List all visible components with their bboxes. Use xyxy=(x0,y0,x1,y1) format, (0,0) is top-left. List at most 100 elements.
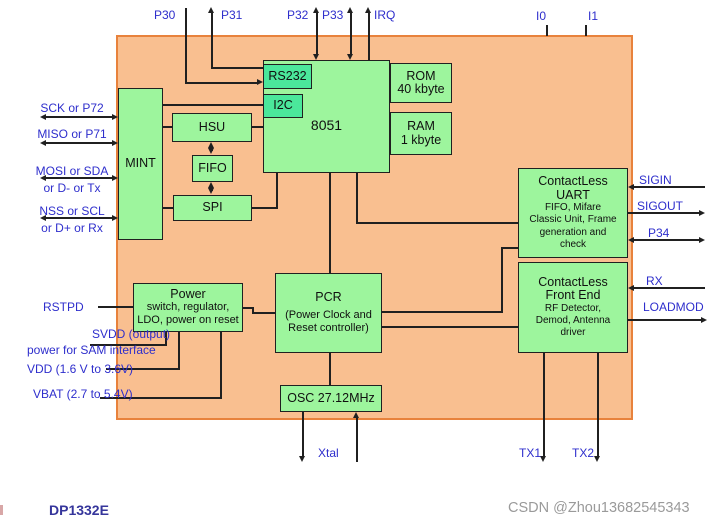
wire-sigout xyxy=(628,212,699,214)
pin-label-vbat: VBAT (2.7 to 5.4V) xyxy=(33,387,133,401)
wire-p31 xyxy=(211,67,264,69)
uart-title-1: ContactLess xyxy=(538,174,608,189)
wire-i0 xyxy=(546,25,548,36)
wire-rstpd xyxy=(98,306,133,308)
osc-label: OSC 27.12MHz xyxy=(287,390,375,405)
arrowhead xyxy=(699,237,705,243)
wire-power-pcr xyxy=(252,307,254,313)
power-title: Power xyxy=(170,286,206,301)
pin-label-p30: P30 xyxy=(154,8,176,22)
wire-vdd xyxy=(178,332,180,369)
arrowhead xyxy=(628,285,634,291)
pin-label-p32: P32 xyxy=(287,8,309,22)
arrowhead xyxy=(313,7,319,13)
wire-pcr-osc xyxy=(329,353,331,385)
wire-p30 xyxy=(185,8,187,83)
pin-label-sam: power for SAM interface xyxy=(27,343,156,357)
fifo-block: FIFO xyxy=(192,155,233,182)
hsu-label: HSU xyxy=(198,119,226,134)
wire-mint-spi xyxy=(163,207,173,209)
pin-label-tx2: TX2 xyxy=(572,446,595,460)
frontend-desc-1: RF Detector, xyxy=(544,302,602,314)
arrowhead xyxy=(594,456,600,462)
wire-sigin xyxy=(634,186,705,188)
frontend-desc-3: driver xyxy=(560,327,586,339)
arrowhead xyxy=(208,148,214,154)
ram-label: RAM xyxy=(407,119,435,133)
arrowhead xyxy=(112,140,118,146)
wire-sck xyxy=(44,116,112,118)
contactless-uart-block: ContactLess UART FIFO, Mifare Classic Un… xyxy=(518,168,628,258)
arrowhead xyxy=(112,175,118,181)
pin-label-p33: P33 xyxy=(322,8,344,22)
wire-svdd xyxy=(90,344,167,346)
arrowhead xyxy=(299,456,305,462)
wire-loadmod xyxy=(628,319,701,321)
uart-desc-1: FIFO, Mifare xyxy=(544,202,602,214)
arrowhead xyxy=(701,317,707,323)
pin-label-sigin: SIGIN xyxy=(639,173,672,187)
pin-label-irq: IRQ xyxy=(374,8,396,22)
rs232-label: RS232 xyxy=(268,68,307,83)
frontend-title-1: ContactLess xyxy=(538,274,608,289)
rom-label: ROM xyxy=(406,68,436,83)
pin-label-rx: RX xyxy=(646,274,663,288)
pcr-title: PCR xyxy=(315,289,342,304)
wire-irq xyxy=(368,13,370,61)
arrowhead xyxy=(347,54,353,60)
wire-power-pcr xyxy=(252,312,275,314)
wire-xtal-out xyxy=(302,412,304,457)
spi-label: SPI xyxy=(202,200,223,215)
arrowhead xyxy=(208,182,214,188)
wire-8051-uart xyxy=(356,222,518,224)
rom-block: ROM 40 kbyte xyxy=(390,63,452,103)
wire-tx2 xyxy=(597,353,599,456)
arrowhead xyxy=(112,215,118,221)
arrowhead xyxy=(353,412,359,418)
wire-vbat xyxy=(100,397,222,399)
arrowhead xyxy=(40,140,46,146)
pin-label-p34: P34 xyxy=(648,226,670,240)
pin-label-sck: SCK or P72 xyxy=(40,101,104,115)
wire-8051-pcr xyxy=(329,173,331,273)
pin-label-i0: I0 xyxy=(536,9,547,23)
edge-artifact xyxy=(0,505,3,515)
arrowhead xyxy=(347,7,353,13)
wire-rx xyxy=(634,287,705,289)
mint-block: MINT xyxy=(118,88,163,240)
rs232-block: RS232 xyxy=(263,64,312,89)
spi-block: SPI xyxy=(173,195,252,221)
arrowhead xyxy=(40,215,46,221)
wire-svdd xyxy=(165,332,167,346)
wire-p32 xyxy=(316,13,318,54)
arrowhead xyxy=(112,114,118,120)
wire-mint-i2c xyxy=(163,104,263,106)
wire-mint-hsu xyxy=(163,126,172,128)
i2c-block: I2C xyxy=(263,94,303,118)
uart-desc-4: check xyxy=(559,238,587,250)
arrowhead xyxy=(40,175,46,181)
pin-label-mosi-2: or D- or Tx xyxy=(43,181,101,195)
power-desc-2: LDO, power on reset xyxy=(137,314,239,327)
pin-label-miso: MISO or P71 xyxy=(37,127,107,141)
wire-p31 xyxy=(211,13,213,68)
arrowhead xyxy=(628,184,634,190)
wire-spi-8051 xyxy=(276,173,278,208)
wire-miso xyxy=(44,142,112,144)
ram-block: RAM 1 kbyte xyxy=(390,112,452,155)
uart-title-2: UART xyxy=(556,187,590,202)
pin-label-sigout: SIGOUT xyxy=(637,199,684,213)
arrowhead xyxy=(208,188,214,194)
pin-label-mosi: MOSI or SDA xyxy=(35,164,109,178)
arrowhead xyxy=(365,7,371,13)
wire-pcr-frontend xyxy=(382,326,518,328)
arrowhead xyxy=(699,210,705,216)
ram-size-label: 1 kbyte xyxy=(400,132,442,147)
wire-vdd xyxy=(106,368,180,370)
wire-xtal-in xyxy=(356,418,358,462)
pin-label-nss-2: or D+ or Rx xyxy=(41,221,103,235)
arrowhead xyxy=(313,54,319,60)
arrowhead xyxy=(208,7,214,13)
wire-pcr-uart xyxy=(382,311,503,313)
